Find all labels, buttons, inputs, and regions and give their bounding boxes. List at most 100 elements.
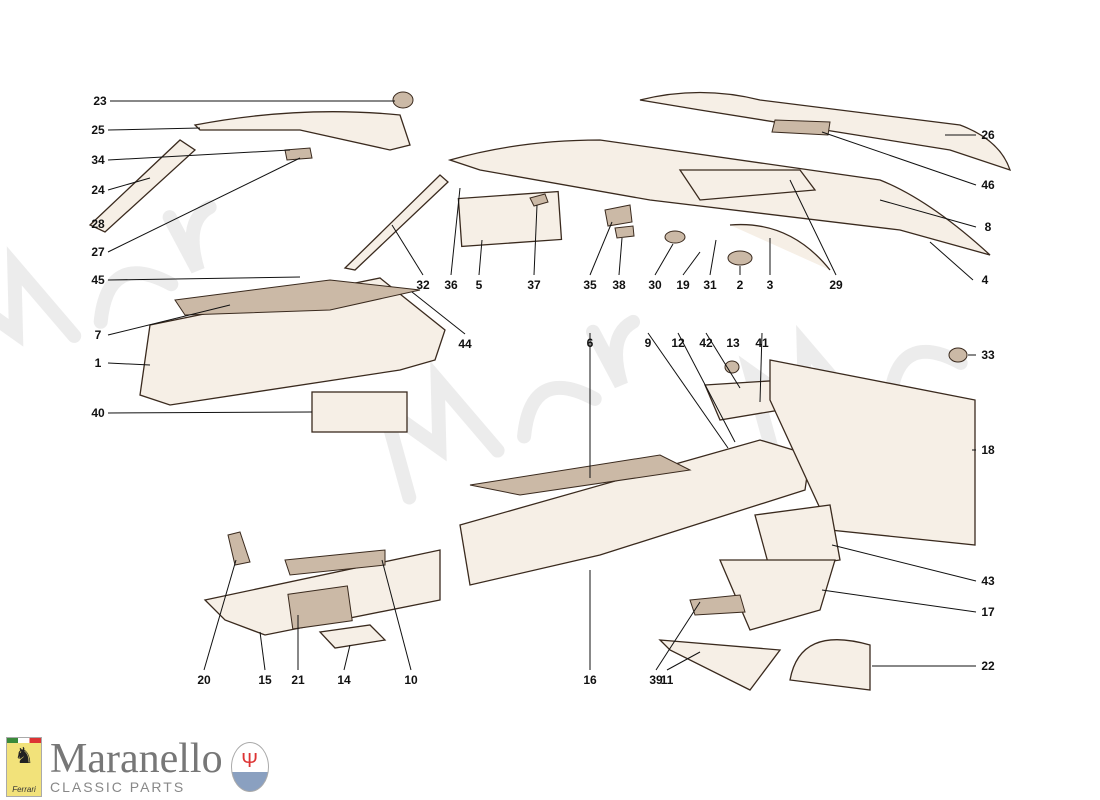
leader-line [381,559,412,671]
leader-line [929,241,974,281]
callout-label: 17 [981,605,995,619]
ferrari-text: Ferrari [12,785,36,794]
part-fender-cap [789,639,871,691]
part-header-rail [193,111,411,151]
callout-label: 13 [726,336,740,350]
part-box [754,504,841,571]
leader-line [589,221,613,276]
callout-label: 19 [676,278,690,292]
leader-line [655,601,701,671]
leader-line [654,243,674,276]
part-lamp-lens [727,250,753,266]
leader-line [411,291,466,335]
callout-label: 35 [583,278,597,292]
part-lamp [664,230,686,244]
leader-line [107,177,151,191]
part-tab [227,531,251,566]
part-bracket [689,594,746,616]
leader-line [107,362,151,366]
callout-label: 37 [527,278,541,292]
part-handle-base [614,225,635,239]
callout-label: 16 [583,673,597,687]
leader-line [879,199,977,228]
callout-label: 44 [458,337,472,351]
callout-label: 12 [671,336,685,350]
callout-label: 7 [95,328,102,342]
leader-line [682,251,701,276]
callout-label: 23 [93,94,107,108]
callout-label: 42 [699,336,713,350]
part-plate [318,624,387,649]
leader-line [450,187,461,276]
callout-label: 11 [661,673,674,687]
brand-title: Maranello [50,736,223,782]
leader-line [647,332,729,449]
leader-line [107,411,313,414]
brand-subtitle: CLASSIC PARTS [50,779,186,795]
leader-lines [107,100,977,671]
leader-line [618,237,623,276]
callout-label: 9 [645,336,652,350]
callout-label: 33 [981,348,995,362]
part-handle [604,204,633,227]
part-headliner [639,91,1012,172]
callout-label: 10 [404,673,418,687]
leader-line [107,276,301,281]
part-tray [311,391,408,433]
callout-label: 34 [91,153,105,167]
callout-label: 18 [981,443,995,457]
callout-label: 29 [829,278,843,292]
leader-line [677,332,736,443]
part-seal-strip [729,223,831,271]
callout-label: 40 [91,406,105,420]
part-roof-inner [678,169,817,201]
leader-line [107,127,201,131]
callout-label: 38 [612,278,626,292]
callout-label: 8 [985,220,992,234]
callout-label: 39 [649,673,663,687]
part-clip [284,147,313,161]
part-pillar-trim [343,174,449,271]
part-knob [392,91,414,109]
part-center-console [459,439,811,586]
part-glovebox-lid [284,549,386,576]
callout-label: 46 [981,178,995,192]
part-console-top [469,454,692,496]
callout-label: 20 [197,673,211,687]
leader-line [789,179,837,276]
callout-label: 21 [291,673,305,687]
ferrari-badge-icon: ♞ Ferrari [6,737,42,797]
part-rear-panel [769,359,976,546]
callout-label: 14 [337,673,351,687]
leader-line [478,239,483,276]
part-console-lid [174,279,421,316]
callout-label: 28 [91,217,105,231]
leader-line [821,589,977,613]
leader-line [709,239,717,276]
part-cover [658,639,782,691]
leader-line [705,332,741,389]
part-dome-light [771,119,831,136]
callout-label: 26 [981,128,995,142]
callout-label: 41 [755,336,769,350]
callout-label: 25 [91,123,105,137]
leader-line [203,559,237,671]
callout-label: 36 [444,278,458,292]
callout-label: 30 [648,278,662,292]
leader-line [107,149,291,161]
leader-line [533,204,538,276]
callout-label: 31 [703,278,717,292]
callout-label: 27 [91,245,105,259]
callout-label: 5 [476,278,483,292]
leader-line [259,631,266,671]
leader-line [666,651,701,671]
callout-label: 32 [416,278,430,292]
callout-label: 6 [587,336,594,350]
callout-label: 3 [767,278,774,292]
maserati-trident-icon: Ψ [230,742,269,792]
part-visor-clip [529,193,549,207]
callout-label: 22 [981,659,995,673]
callout-label: 15 [258,673,272,687]
